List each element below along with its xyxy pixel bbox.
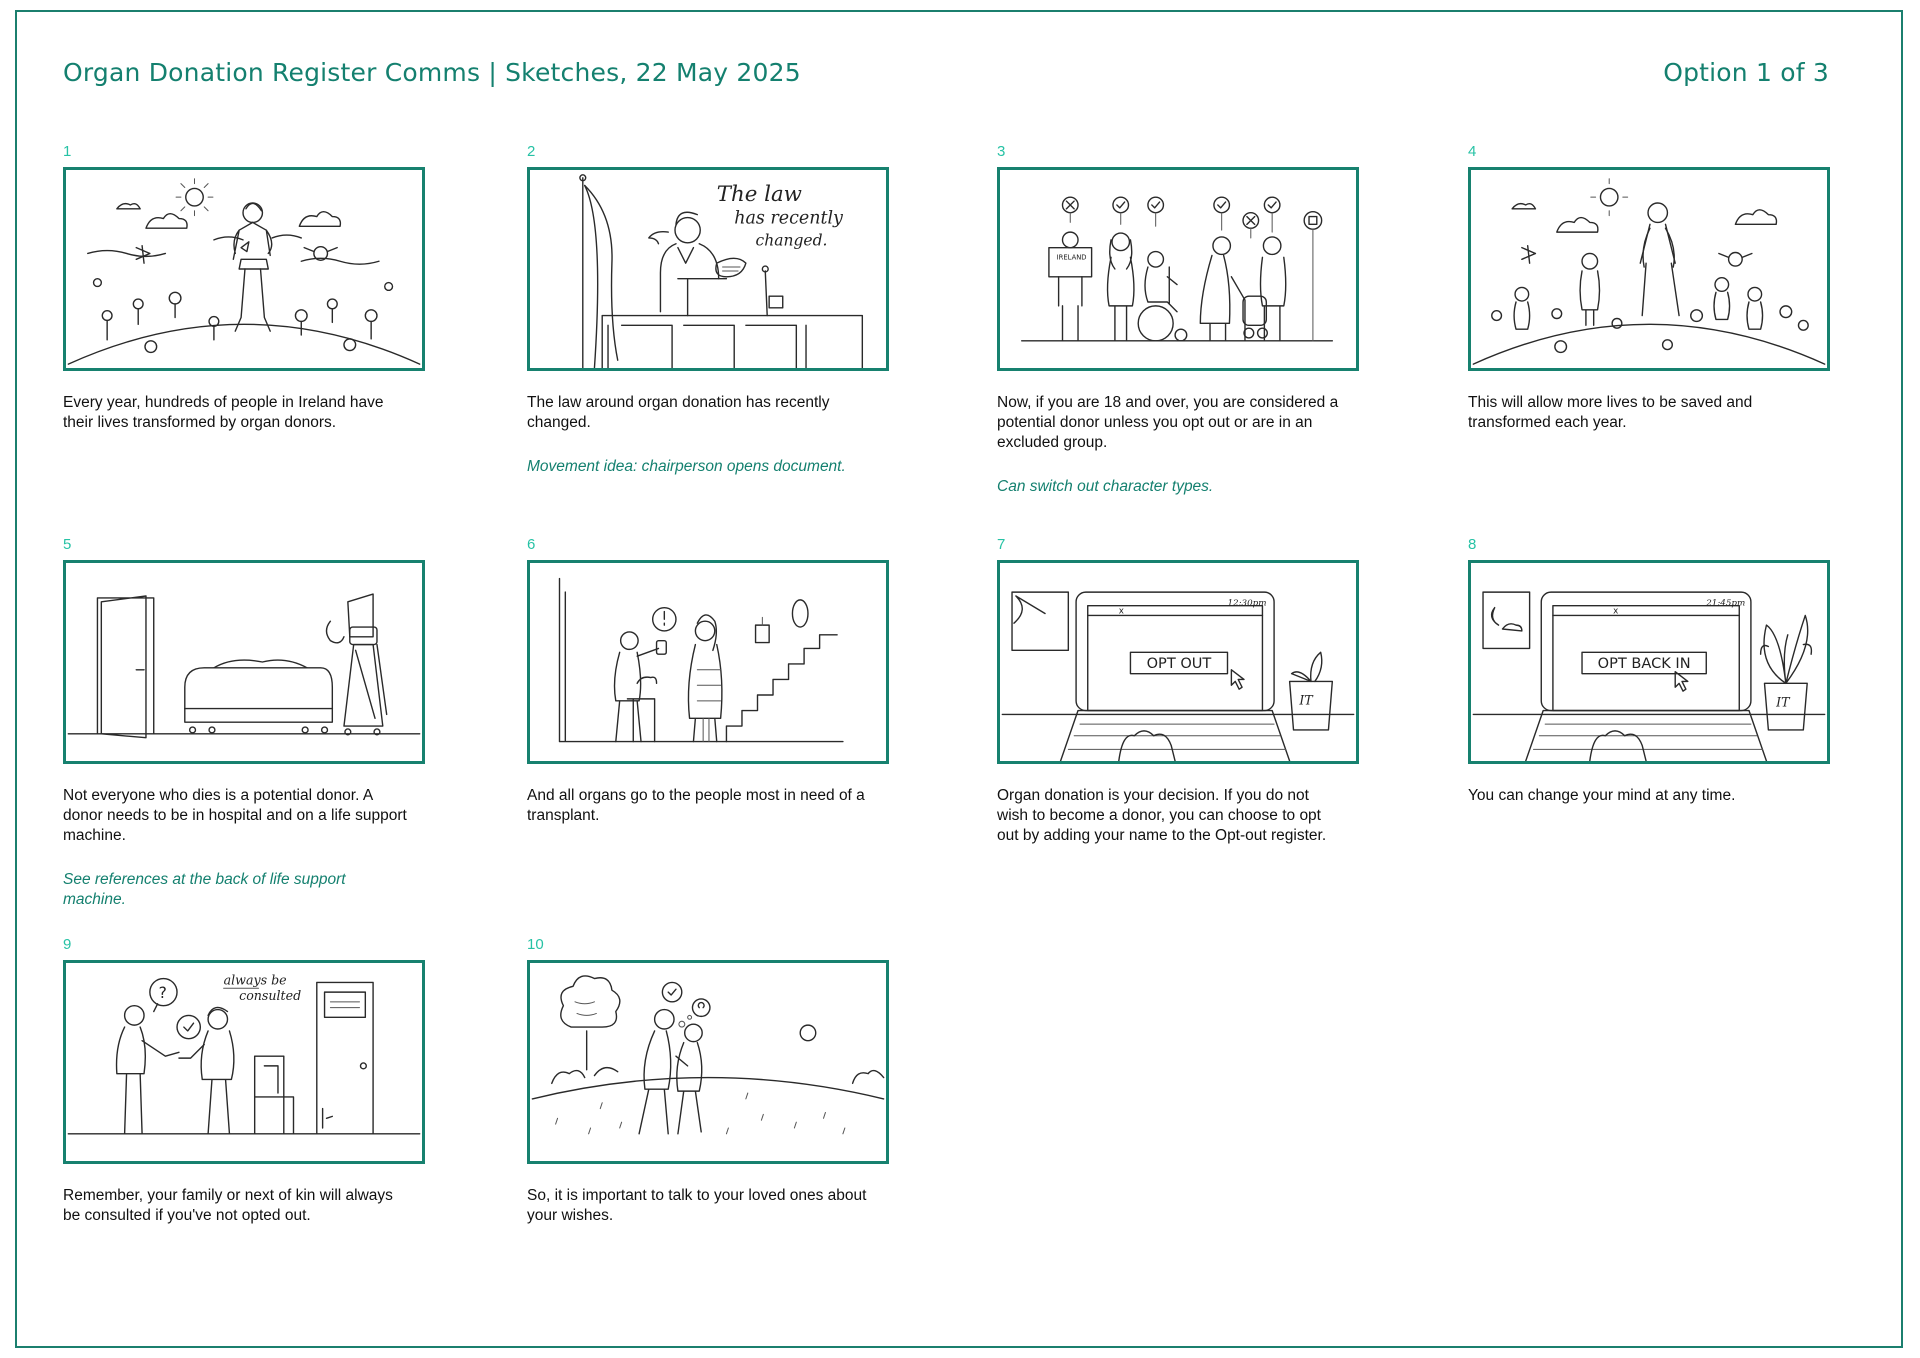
- sketch-frame: [63, 560, 425, 764]
- panel-caption: Now, if you are 18 and over, you are con…: [997, 394, 1339, 451]
- page-border: [15, 10, 1903, 1348]
- sketch-frame: [527, 960, 889, 1164]
- sketch-window-close: x: [1613, 606, 1618, 616]
- panel-caption: So, it is important to talk to your love…: [527, 1187, 867, 1224]
- panel-number: 2: [527, 143, 536, 160]
- panel-number: 7: [997, 536, 1006, 553]
- sketch-frame: The law has recently changed.: [527, 167, 889, 371]
- panel-number: 10: [527, 936, 544, 953]
- sketch-frame: IRELAND: [997, 167, 1359, 371]
- panel-number: 9: [63, 936, 72, 953]
- sketch-hospital-room: [66, 563, 422, 761]
- sketch-clock-text: 12:30pm: [1228, 599, 1267, 609]
- sketch-pot-text: IT: [1298, 693, 1314, 708]
- sketch-frame: x 12:30pm OPT OUT IT: [997, 560, 1359, 764]
- panel-caption: The law around organ donation has recent…: [527, 394, 830, 431]
- option-label: Option 1 of 3: [1663, 58, 1829, 87]
- sketch-people-group: IRELAND: [1000, 170, 1356, 368]
- panel-caption: Every year, hundreds of people in Irelan…: [63, 394, 384, 431]
- page-title: Organ Donation Register Comms | Sketches…: [63, 58, 801, 87]
- sketch-handwriting: changed.: [756, 232, 828, 250]
- sketch-laptop-opt-out: x 12:30pm OPT OUT IT: [1000, 563, 1356, 761]
- panel-number: 5: [63, 536, 72, 553]
- sketch-doorway-conversation: [530, 563, 886, 761]
- panel-note: Movement idea: chairperson opens documen…: [527, 458, 846, 475]
- sketch-opt-button-text: OPT BACK IN: [1598, 655, 1691, 672]
- sketch-question-mark: ?: [159, 984, 167, 1002]
- panel-number: 6: [527, 536, 536, 553]
- sketch-window-close: x: [1119, 606, 1124, 616]
- panel-caption: And all organs go to the people most in …: [527, 787, 865, 824]
- sketch-couple-walking: [530, 963, 886, 1161]
- panel-number: 3: [997, 143, 1006, 160]
- sketch-handwriting: always be: [224, 972, 287, 987]
- sketch-newspaper-text: IRELAND: [1057, 253, 1087, 261]
- sketch-handwriting: consulted: [239, 988, 301, 1003]
- panel-number: 1: [63, 143, 72, 160]
- panel-caption: Organ donation is your decision. If you …: [997, 787, 1327, 844]
- sketch-frame: [1468, 167, 1830, 371]
- panel-number: 4: [1468, 143, 1477, 160]
- sketch-laptop-opt-back-in: x 21:45pm OPT BACK IN IT: [1471, 563, 1827, 761]
- sketch-family-consultation: ? always be consulted: [66, 972, 422, 1161]
- sketch-frame: [63, 167, 425, 371]
- panel-caption: You can change your mind at any time.: [1468, 787, 1736, 804]
- sketch-clock-text: 21:45pm: [1705, 599, 1745, 609]
- sketch-handwriting: The law: [717, 182, 802, 207]
- panel-note: See references at the back of life suppo…: [63, 871, 346, 908]
- sketch-frame: [527, 560, 889, 764]
- sketch-family-on-hill: [1471, 170, 1827, 368]
- panel-number: 8: [1468, 536, 1477, 553]
- sketch-opt-button-text: OPT OUT: [1147, 655, 1212, 672]
- sketch-woman-on-hill: [66, 170, 422, 368]
- sketch-frame: ? always be consulted: [63, 960, 425, 1164]
- panel-caption: This will allow more lives to be saved a…: [1468, 394, 1753, 431]
- panel-note: Can switch out character types.: [997, 478, 1214, 495]
- panel-caption: Not everyone who dies is a potential don…: [63, 787, 407, 844]
- sketch-pot-text: IT: [1775, 695, 1791, 710]
- sketch-chairperson-at-desk: The law has recently changed.: [530, 170, 886, 368]
- sketch-handwriting: has recently: [734, 208, 844, 228]
- sketch-frame: x 21:45pm OPT BACK IN IT: [1468, 560, 1830, 764]
- panel-caption: Remember, your family or next of kin wil…: [63, 1187, 393, 1224]
